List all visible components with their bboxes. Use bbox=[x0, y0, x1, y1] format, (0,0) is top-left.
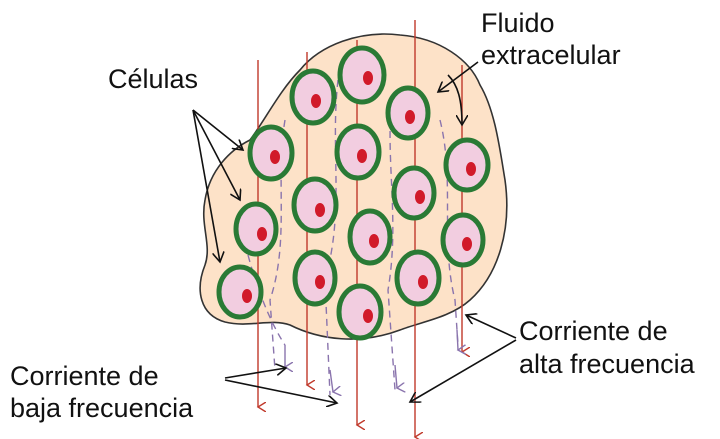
cell bbox=[292, 71, 334, 123]
low-frequency-label-line1: Corriente de bbox=[10, 361, 159, 391]
cell bbox=[443, 215, 483, 265]
high-frequency-pointer bbox=[466, 315, 516, 338]
cell bbox=[295, 252, 335, 304]
nucleus bbox=[270, 150, 280, 164]
cell bbox=[339, 286, 381, 338]
cell bbox=[388, 88, 428, 138]
low-frequency-pointer bbox=[225, 380, 337, 403]
fluid-label-line1: Fluido bbox=[481, 8, 555, 38]
low-frequency-pointer bbox=[225, 368, 286, 378]
nucleus bbox=[363, 71, 373, 85]
nucleus bbox=[369, 234, 379, 248]
high-frequency-label-line1: Corriente de bbox=[519, 316, 668, 346]
cell bbox=[236, 204, 276, 254]
nucleus bbox=[315, 275, 325, 289]
nucleus bbox=[363, 309, 373, 323]
cell bbox=[340, 48, 384, 102]
fluid-label-line2: extracelular bbox=[481, 40, 621, 70]
nucleus bbox=[418, 275, 428, 289]
nucleus bbox=[466, 162, 476, 176]
cell bbox=[446, 140, 488, 190]
high-frequency-pointer bbox=[410, 340, 516, 402]
nucleus bbox=[257, 227, 267, 241]
high-frequency-label-line2: alta frecuencia bbox=[519, 349, 695, 379]
cell bbox=[394, 168, 434, 218]
nucleus bbox=[415, 190, 425, 204]
cell bbox=[294, 179, 336, 231]
nucleus bbox=[315, 203, 325, 217]
cells-arrow bbox=[193, 110, 243, 150]
nucleus bbox=[405, 110, 415, 124]
cell bbox=[219, 267, 261, 317]
nucleus bbox=[462, 237, 472, 251]
low-frequency-label-line2: baja frecuencia bbox=[10, 393, 193, 423]
nucleus bbox=[242, 289, 252, 303]
cells-label: Células bbox=[108, 64, 198, 94]
cell bbox=[350, 211, 390, 263]
cell bbox=[397, 252, 439, 304]
cell bbox=[337, 126, 379, 178]
low-frequency-arrowheads bbox=[285, 330, 458, 392]
cell bbox=[250, 127, 292, 179]
nucleus bbox=[357, 149, 367, 163]
nucleus bbox=[311, 94, 321, 108]
